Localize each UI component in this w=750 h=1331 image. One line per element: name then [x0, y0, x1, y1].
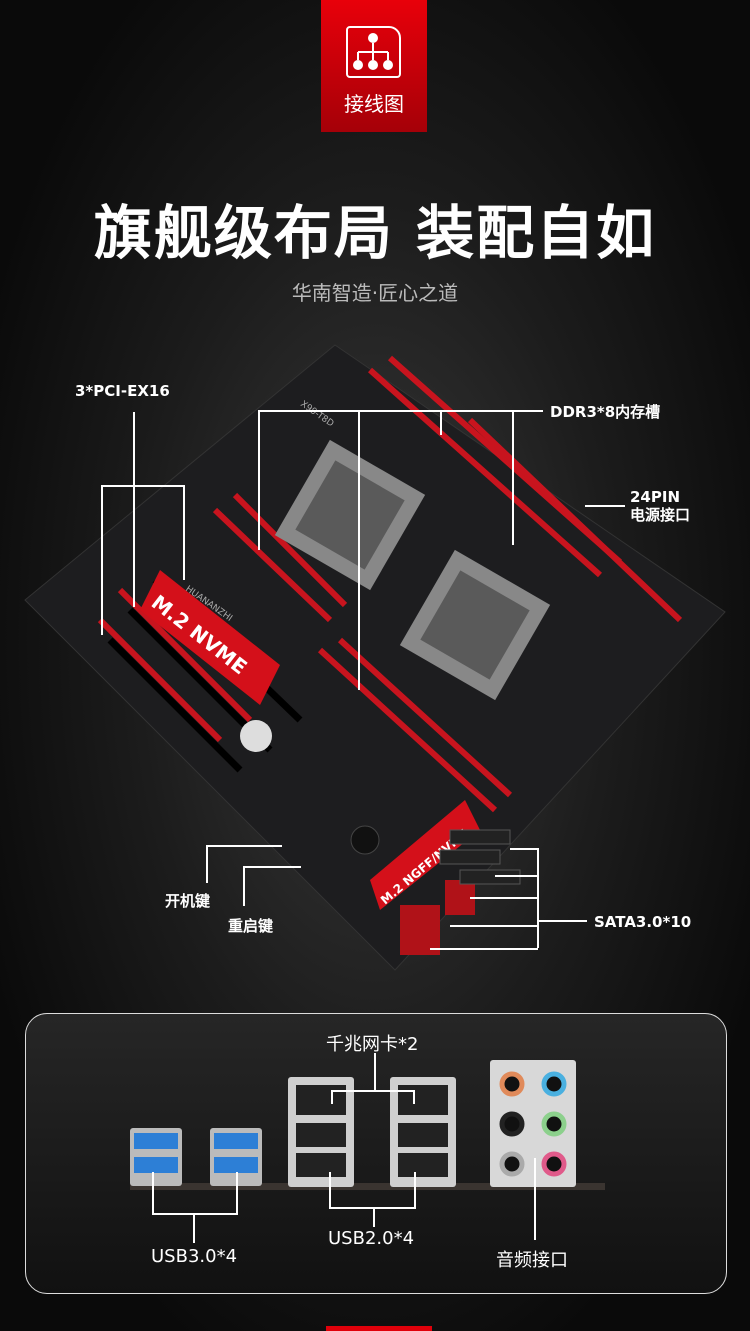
- lan-usb-port-2: [390, 1077, 456, 1187]
- usb3-port-1: [130, 1128, 182, 1186]
- sata-label: SATA3.0*10: [594, 913, 692, 931]
- usb2-label: USB2.0*4: [328, 1228, 415, 1249]
- power-connector-label: 电源接口: [630, 506, 691, 524]
- reset-button-label: 重启键: [228, 917, 274, 935]
- hierarchy-icon: [346, 26, 401, 78]
- headline: 旗舰级布局 装配自如: [93, 199, 657, 267]
- lan-label: 千兆网卡*2: [326, 1034, 419, 1055]
- subtitle: 华南智造·匠心之道: [291, 281, 459, 305]
- motherboard-image: M.2 NVME M.2 NGFF/NVME X99-T8D HUANANZHI: [24, 344, 726, 971]
- 24pin-label: 24PIN: [630, 488, 681, 506]
- lan-usb-port-1: [288, 1077, 354, 1187]
- bottom-accent-bar: [326, 1326, 432, 1331]
- pcie-label: 3*PCI-EX16: [75, 382, 170, 400]
- audio-label: 音频接口: [496, 1250, 568, 1271]
- badge-label: 接线图: [344, 92, 404, 116]
- usb3-label: USB3.0*4: [151, 1246, 238, 1267]
- power-button-label: 开机键: [165, 892, 211, 910]
- audio-ports: [490, 1060, 576, 1187]
- ddr-label: DDR3*8内存槽: [550, 403, 661, 421]
- usb3-port-2: [210, 1128, 262, 1186]
- wiring-diagram-badge: 接线图: [321, 0, 427, 132]
